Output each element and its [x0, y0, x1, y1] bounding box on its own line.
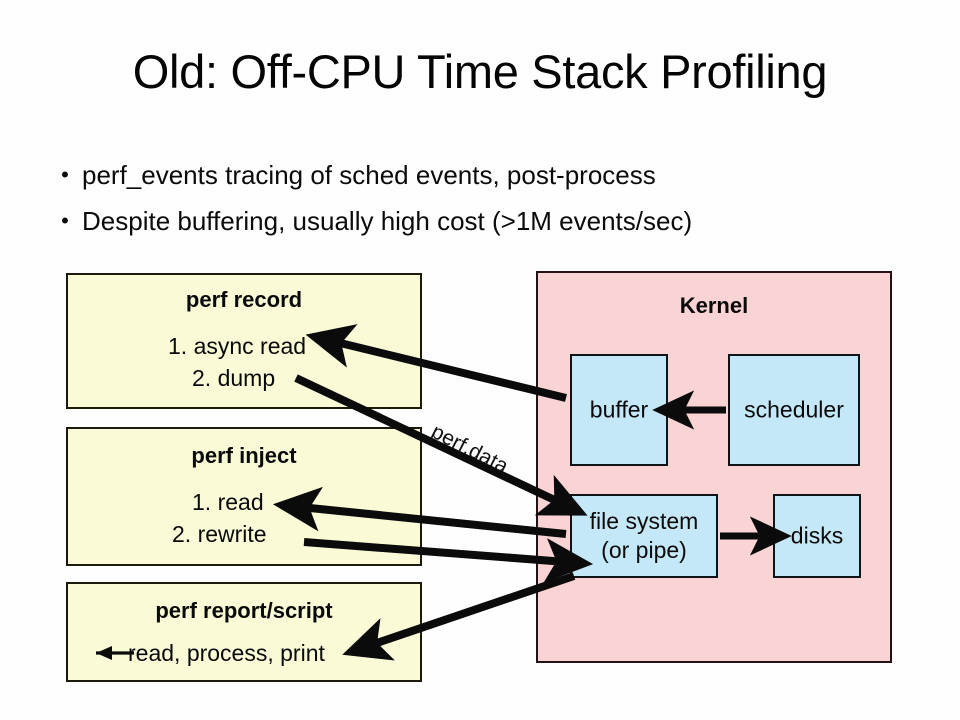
- kernel-container: Kernel: [536, 271, 892, 663]
- bullet-marker-icon: •: [61, 208, 69, 233]
- kernel-title: Kernel: [679, 293, 749, 318]
- scheduler-label: scheduler: [744, 396, 844, 423]
- userspace-box-perf-record: perf record 1. async read 2. dump: [66, 273, 422, 409]
- perf-inject-step-1: 1. read: [192, 489, 264, 515]
- file-system-label: file system (or pipe): [572, 507, 716, 565]
- kernel-box-disks: disks: [773, 494, 861, 578]
- perf-data-label: perf.data: [427, 420, 512, 479]
- kernel-box-scheduler: scheduler: [728, 354, 860, 466]
- bullet-text: Despite buffering, usually high cost (>1…: [82, 206, 693, 236]
- output-left-arrow-icon: [96, 646, 134, 660]
- userspace-box-perf-report-script: perf report/script read, process, print: [66, 582, 422, 682]
- bullet-item: • perf_events tracing of sched events, p…: [48, 152, 928, 198]
- bullet-marker-icon: •: [61, 162, 69, 187]
- buffer-label: buffer: [589, 396, 649, 423]
- perf-record-step-2: 2. dump: [192, 365, 276, 391]
- bullet-item: • Despite buffering, usually high cost (…: [48, 198, 928, 244]
- kernel-box-buffer: buffer: [570, 354, 668, 466]
- file-system-label-line2: (or pipe): [601, 537, 687, 563]
- bullet-text: perf_events tracing of sched events, pos…: [82, 160, 656, 190]
- perf-report-title: perf report/script: [155, 598, 333, 623]
- disks-label: disks: [790, 522, 844, 549]
- perf-record-title: perf record: [185, 287, 303, 312]
- userspace-box-perf-inject: perf inject 1. read 2. rewrite: [66, 427, 422, 566]
- slide-title: Old: Off-CPU Time Stack Profiling: [132, 45, 828, 98]
- perf-report-step-1: read, process, print: [128, 640, 325, 666]
- kernel-box-file-system: file system (or pipe): [570, 494, 718, 578]
- perf-inject-step-2: 2. rewrite: [172, 521, 267, 547]
- bullet-list: • perf_events tracing of sched events, p…: [48, 152, 928, 244]
- perf-record-step-1: 1. async read: [168, 333, 307, 359]
- perf-inject-title: perf inject: [191, 443, 297, 468]
- file-system-label-line1: file system: [589, 508, 699, 534]
